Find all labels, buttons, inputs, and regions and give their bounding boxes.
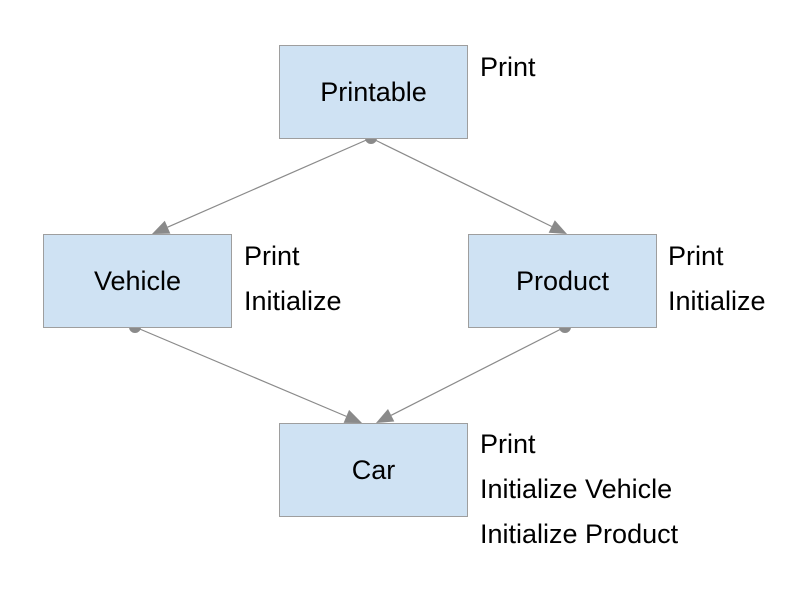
product-method-print: Print — [668, 241, 724, 271]
printable-box: Printable — [279, 45, 468, 139]
arrowhead-vehicle-to-car — [343, 409, 362, 423]
vehicle-methods: Print Initialize — [244, 234, 342, 324]
arrowhead-printable-to-product — [548, 220, 567, 234]
connector-printable-to-product — [370, 137, 552, 228]
printable-method-print: Print — [480, 52, 536, 82]
printable-methods: Print — [480, 45, 536, 90]
product-box: Product — [468, 234, 657, 328]
car-method-print: Print — [480, 429, 536, 459]
printable-label: Printable — [320, 76, 427, 107]
product-method-initialize: Initialize — [668, 286, 766, 316]
car-method-initialize-vehicle: Initialize Vehicle — [480, 474, 673, 504]
vehicle-method-print: Print — [244, 241, 300, 271]
connector-vehicle-to-car — [134, 326, 347, 417]
product-methods: Print Initialize — [668, 234, 766, 324]
car-label: Car — [351, 454, 396, 485]
car-box: Car — [279, 423, 468, 517]
vehicle-label: Vehicle — [93, 265, 182, 296]
connector-product-to-car — [390, 326, 566, 416]
car-methods: Print Initialize Vehicle Initialize Prod… — [480, 422, 678, 557]
vehicle-box: Vehicle — [43, 234, 232, 328]
arrowhead-printable-to-vehicle — [152, 220, 171, 234]
car-method-initialize-product: Initialize Product — [480, 519, 679, 549]
product-label: Product — [515, 265, 610, 296]
vehicle-method-initialize: Initialize — [244, 286, 342, 316]
connector-printable-to-vehicle — [167, 137, 372, 228]
arrowhead-product-to-car — [376, 409, 395, 423]
